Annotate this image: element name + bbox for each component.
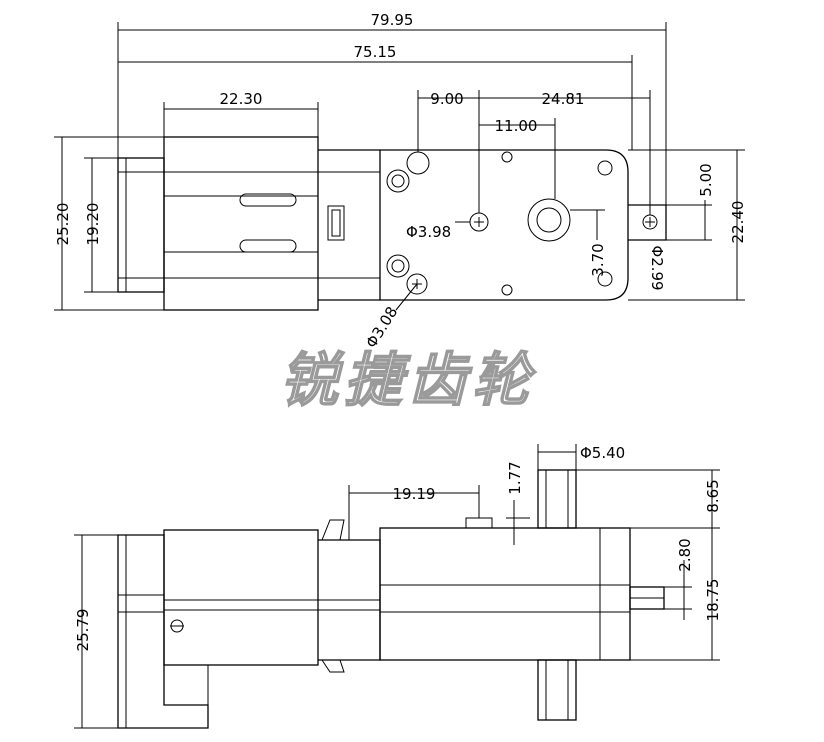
dim-shaft-dia: Φ5.40 [580, 444, 625, 462]
dim-shaft-offset-v: 3.70 [589, 243, 607, 276]
motor-can [163, 136, 319, 311]
motor-slot [239, 239, 297, 253]
dim-boss-height: 1.77 [506, 461, 524, 494]
dim-motor-length: 22.30 [220, 90, 263, 108]
hole [406, 151, 430, 175]
dim-shaft-length: 8.65 [704, 479, 722, 512]
output-shaft-top [537, 469, 577, 529]
dim-motor-height-inner: 19.20 [84, 203, 102, 246]
watermark-logo: 锐捷齿轮 [280, 346, 537, 414]
dim-overall-height: 25.79 [74, 609, 92, 652]
motor-can [163, 529, 319, 666]
mount-tab [628, 204, 667, 241]
side-view: Φ5.40 19.19 1.77 8.65 2.80 18.75 25.79 [74, 444, 722, 729]
top-view: 79.95 75.15 22.30 9.00 24.81 11.00 Φ3.98… [54, 11, 747, 351]
motor-end [117, 534, 209, 729]
dim-hole-dia: Φ3.98 [406, 223, 451, 241]
dim-body-to-center: 18.75 [704, 579, 722, 622]
boss [465, 517, 493, 529]
dim-tab-height: 2.80 [676, 538, 694, 571]
dim-shaft-offset: 11.00 [495, 117, 538, 135]
output-shaft-bottom [537, 659, 577, 721]
dim-mount-hole: Φ3.08 [362, 303, 401, 351]
gearbox-body [379, 527, 631, 661]
mount-hole [406, 273, 428, 295]
dim-body-height: 22.40 [729, 201, 747, 244]
output-shaft [527, 198, 571, 242]
motor-slot [239, 193, 297, 207]
dim-motor-height-outer: 25.20 [54, 203, 72, 246]
dim-body-length: 75.15 [354, 43, 397, 61]
dim-hole-offset: 9.00 [430, 90, 463, 108]
clip [327, 205, 345, 241]
hole [386, 169, 410, 193]
hole [386, 254, 410, 278]
motor-end-cap [117, 157, 165, 293]
dim-tab-hole: Φ2.99 [648, 245, 666, 290]
gearbox-body [379, 149, 629, 301]
dim-tab-height: 5.00 [697, 163, 715, 196]
dim-shaft-offset-right: 24.81 [542, 90, 585, 108]
dim-shaft-pos: 19.19 [393, 485, 436, 503]
dim-overall-length: 79.95 [371, 11, 414, 29]
